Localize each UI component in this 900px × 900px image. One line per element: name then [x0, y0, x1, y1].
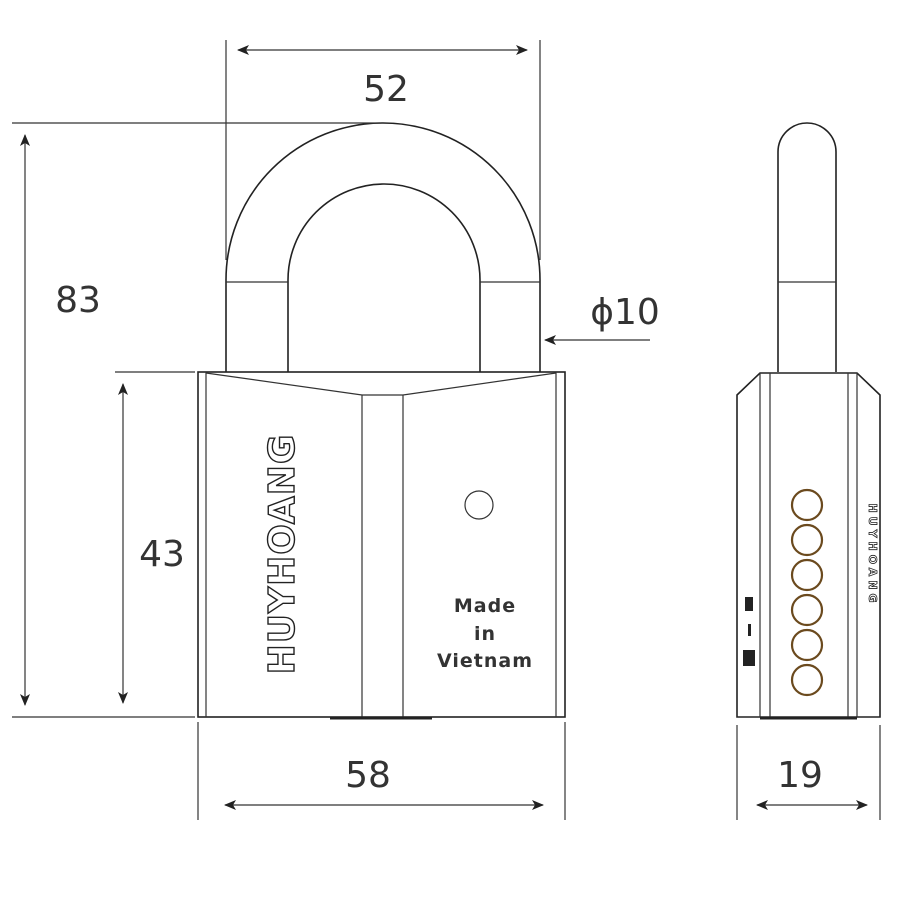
- dim-diameter: ϕ10: [544, 292, 660, 345]
- dim-58: 58: [197, 722, 566, 820]
- dim-43: 43: [115, 371, 195, 704]
- dim-52-label: 52: [363, 69, 409, 110]
- front-shackle: [225, 122, 541, 372]
- keyhole-icon: [464, 490, 494, 520]
- side-view: HUYHOANG: [736, 122, 881, 720]
- dim-58-label: 58: [345, 755, 391, 796]
- dim-diameter-label: ϕ10: [590, 292, 660, 333]
- brand-label: HUYHOANG: [262, 434, 303, 675]
- dim-19-label: 19: [777, 755, 823, 796]
- code-button: [790, 628, 824, 662]
- made-label-1: Made: [454, 595, 516, 617]
- code-button: [790, 558, 824, 592]
- code-buttons: [790, 488, 824, 697]
- dim-43-label: 43: [139, 534, 185, 575]
- dim-52: 52: [225, 40, 541, 260]
- dim-83: 83: [12, 122, 380, 718]
- side-brand-label: HUYHOANG: [866, 503, 879, 606]
- front-body: HUYHOANG Made in Vietnam: [197, 371, 566, 720]
- made-label-3: Vietnam: [437, 650, 533, 672]
- made-label-2: in: [474, 623, 496, 645]
- code-button: [790, 488, 824, 522]
- code-button: [790, 523, 824, 557]
- code-button: [790, 663, 824, 697]
- dim-83-label: 83: [55, 280, 101, 321]
- code-button: [790, 593, 824, 627]
- dim-19: 19: [736, 725, 881, 820]
